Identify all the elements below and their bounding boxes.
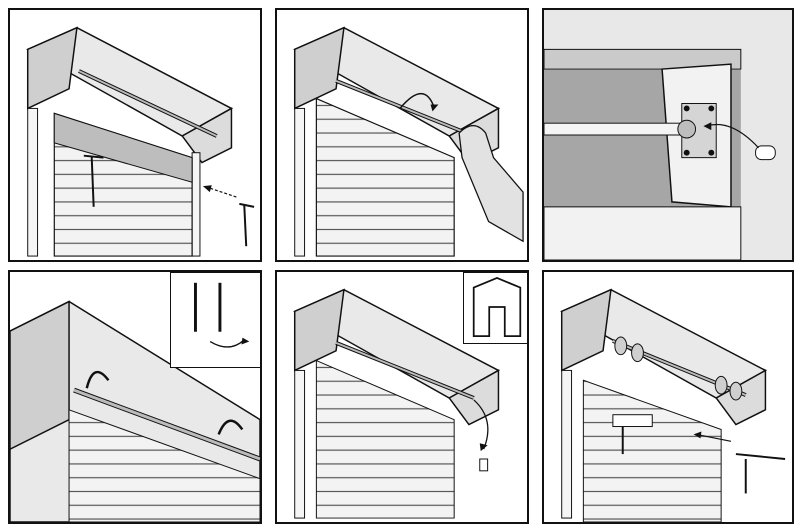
step-5-illustration <box>293 288 501 519</box>
roller-shutter-housing-icon <box>293 288 501 426</box>
step-panel-2 <box>275 8 529 262</box>
cap-icon <box>755 145 776 161</box>
inset-detail <box>463 272 527 344</box>
hand-icon <box>458 125 524 243</box>
step-2-illustration <box>293 26 524 257</box>
hook-pin-icon <box>83 154 255 247</box>
step-panel-4 <box>8 270 262 524</box>
step-panel-5 <box>275 270 529 524</box>
step-3-illustration <box>544 10 792 260</box>
curved-arrow-icon <box>399 92 439 112</box>
axle-icon <box>544 119 697 139</box>
arrow-icon <box>202 185 237 198</box>
step-4-illustration <box>10 300 260 522</box>
rotate-arrow-icon <box>209 337 250 348</box>
step-1-illustration <box>26 26 255 257</box>
arrow-icon <box>473 399 489 452</box>
arrow-icon <box>693 431 732 442</box>
step-6-illustration <box>560 288 786 522</box>
bracket-plate-icon <box>661 63 732 208</box>
step-panel-3 <box>542 8 794 262</box>
roller-shutter-housing-icon <box>560 288 767 426</box>
arrow-icon <box>703 122 759 149</box>
step-panel-1 <box>8 8 262 262</box>
clip-icon <box>479 458 489 472</box>
inset-detail <box>170 272 260 368</box>
bracket-icon <box>612 414 786 494</box>
step-panel-6 <box>542 270 794 524</box>
slot-plate-icon <box>472 276 522 338</box>
pins-icon <box>194 282 250 348</box>
roller-shutter-housing-icon <box>26 26 234 164</box>
strap-hook-icon <box>85 370 244 435</box>
axle-with-rings-icon <box>612 336 747 401</box>
